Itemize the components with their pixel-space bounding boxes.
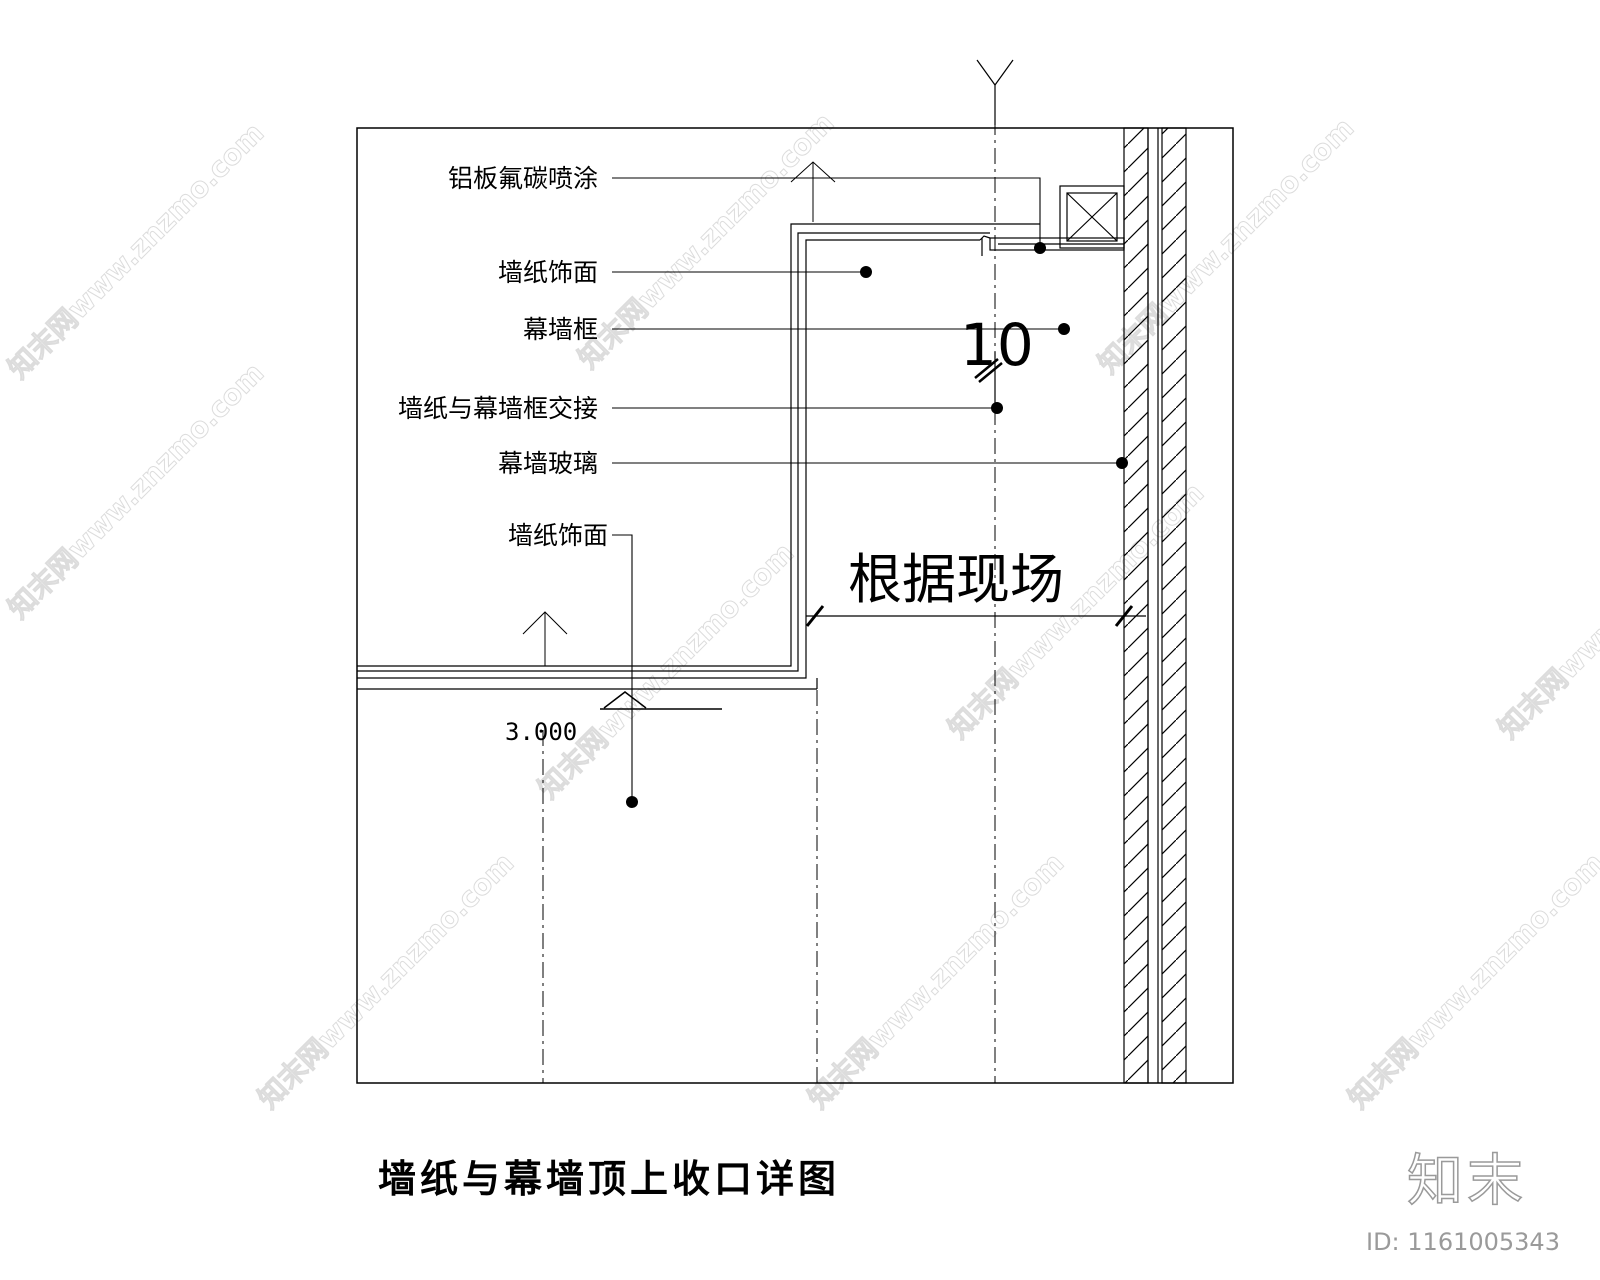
watermark-text: 知末网www.znzmo.com [2, 356, 271, 625]
watermark-text: 知末网www.znzmo.com [572, 106, 841, 375]
grid-axis-marker [976, 59, 1014, 125]
dimension-site-label: 根据现场 [848, 548, 1064, 611]
watermark-layer: 知末网www.znzmo.com 知末网www.znzmo.com 知末网www… [1, 106, 1600, 1116]
leaders [612, 177, 1122, 802]
brand-watermark: 知末 [1407, 1149, 1527, 1214]
label-wallpaper-lower: 墙纸饰面 [508, 521, 608, 550]
section-arrow-lower [522, 611, 568, 666]
glass-band-inner [1123, 127, 1149, 1084]
centerlines [542, 90, 996, 1083]
dimension-gap-label: 10 [960, 311, 1034, 379]
label-curtain-glass: 幕墙玻璃 [498, 449, 598, 478]
aluminum-panel [979, 235, 1125, 256]
drawing-title: 墙纸与幕墙顶上收口详图 [378, 1156, 840, 1201]
ceiling-profile [357, 223, 1040, 690]
image-id: ID: 1161005343 [1366, 1228, 1560, 1256]
glass-band-outer [1161, 127, 1187, 1084]
curtain-wall [1123, 127, 1187, 1084]
watermark-text: 知末网www.znzmo.com [802, 846, 1071, 1115]
gap-dimension [974, 352, 1003, 403]
watermark-text: 知末网www.znzmo.com [1342, 846, 1600, 1115]
watermark-text: 知末网www.znzmo.com [2, 116, 271, 385]
section-arrow-upper [790, 161, 836, 222]
label-wallpaper-upper: 墙纸饰面 [498, 258, 598, 287]
level-value: 3.000 [505, 718, 577, 746]
site-dimension [805, 605, 1146, 627]
watermark-text: 知末网www.znzmo.com [1492, 476, 1600, 745]
label-junction: 墙纸与幕墙框交接 [398, 394, 598, 423]
label-curtain-frame: 幕墙框 [523, 315, 598, 344]
grid-axis-label: Y [1003, 117, 1004, 119]
level-marker [600, 691, 722, 710]
drawing-frame [356, 127, 1234, 1084]
label-aluminum-panel: 铝板氟碳喷涂 [448, 164, 598, 193]
watermark-text: 知末网www.znzmo.com [252, 846, 521, 1115]
leader-dots [626, 242, 1128, 808]
junction-box [1059, 185, 1125, 249]
